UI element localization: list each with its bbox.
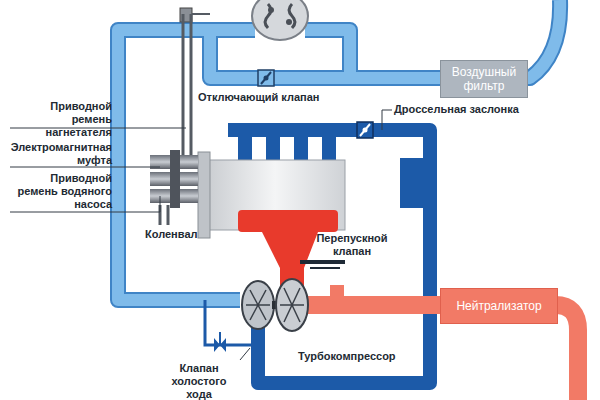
part-label: Приводной ремень водяного насоса: [8, 172, 112, 211]
throttle-valve: [357, 122, 373, 138]
box-text: Нейтрализатор: [456, 299, 541, 313]
part-label: Отключающий клапан: [198, 91, 328, 104]
supercharger: [252, 0, 308, 40]
intake-pipe-outline: [118, 0, 560, 300]
turbocharger: [242, 279, 308, 331]
idle-valve: [205, 300, 258, 352]
part-label: Перепускной клапан: [312, 232, 392, 258]
intercooler: [400, 158, 430, 208]
engine-front: [198, 152, 210, 238]
converter-box: Нейтрализатор: [440, 288, 558, 324]
part-label: Приводной ремень нагнетателя: [8, 100, 112, 139]
part-label: Турбокомпрессор: [298, 350, 408, 363]
bypass-valve: [300, 262, 345, 268]
supercharger-belt: [180, 8, 210, 160]
filter-box: Воздушный фильтр: [440, 60, 528, 98]
part-label: Электромагнитная муфта: [8, 141, 112, 167]
part-label: Дроссельная заслонка: [394, 103, 534, 116]
intake-manifold: [228, 123, 348, 163]
intake-pipe: [118, 0, 560, 300]
box-text: Воздушный фильтр: [447, 65, 521, 93]
part-label: Клапан холостого хода: [160, 362, 238, 400]
part-label: Коленвал: [145, 228, 215, 241]
bypass-branch: [330, 285, 344, 307]
crank-pulleys: [150, 150, 198, 225]
shutoff-valve: [258, 70, 274, 86]
